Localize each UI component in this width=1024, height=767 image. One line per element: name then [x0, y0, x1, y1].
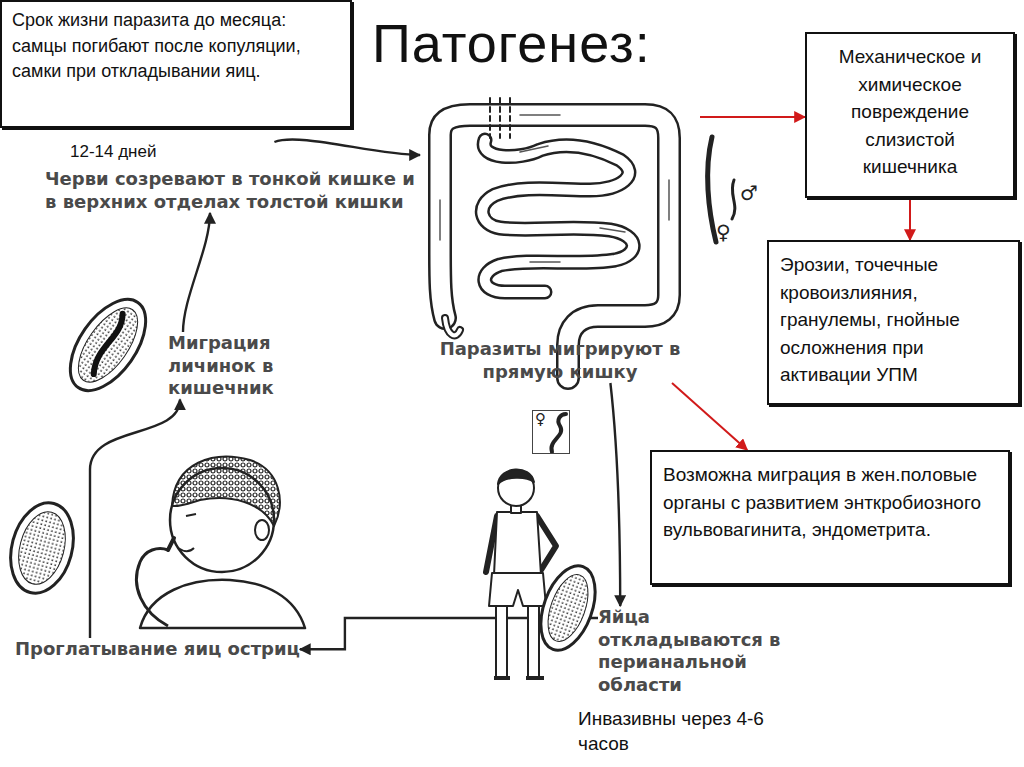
node-text: Проглатывание яиц остриц: [15, 638, 300, 661]
node-text: Черви созревают в тонкой кишке и в верхн…: [45, 168, 415, 213]
sex-symbol: ♀: [716, 222, 731, 242]
effect-box: Эрозии, точечные кровоизлияния, гранулем…: [767, 240, 1020, 405]
node-text: 12-14 дней: [45, 142, 415, 162]
effect-arrow: [672, 383, 747, 450]
egg-shell: [55, 286, 161, 403]
feet: [494, 676, 544, 680]
cycle-arrow: [183, 213, 210, 332]
stage-text: Миграция личинок в кишечник: [168, 332, 343, 400]
finger: [168, 538, 174, 550]
note-text: Инвазивны через 4-6 часов: [578, 706, 768, 757]
arm: [136, 549, 168, 627]
left-leg: [496, 603, 507, 677]
right-leg: [528, 603, 539, 677]
ear: [255, 520, 269, 540]
egg-shell: [530, 558, 605, 657]
egg-content: [67, 298, 149, 391]
node-text: Миграция личинок в кишечник: [168, 332, 343, 400]
effect-box: Механическое и химическое повреждение сл…: [805, 32, 1015, 198]
effect-box: Возможна миграция в жен.половые органы с…: [650, 450, 1010, 585]
diagram-title: Патогенез:: [372, 12, 651, 74]
worm-drawing: [551, 414, 566, 452]
boy-figure: [486, 469, 556, 678]
node-text: Паразиты мигрируют в прямую кишку: [420, 338, 700, 383]
stage-text: Проглатывание яиц остриц: [15, 638, 300, 661]
male-worm: [732, 180, 735, 219]
note-box: Срок жизни паразита до месяца: самцы пог…: [0, 0, 352, 128]
intestine-drawing: [440, 98, 669, 378]
egg-content: [11, 507, 73, 590]
head: [498, 470, 534, 506]
small-intestine-outline: [482, 140, 633, 292]
stage-text: 12-14 днейЧерви созревают в тонкой кишке…: [45, 142, 415, 213]
sex-symbol: ♂: [740, 183, 758, 203]
symbol-frame: ♀: [532, 410, 570, 454]
appendix: [445, 318, 460, 335]
larva: [85, 314, 132, 374]
egg-content: [540, 569, 596, 646]
node-text: ♀: [535, 411, 567, 428]
egg-shell: [1, 496, 83, 600]
cycle-arrow: [274, 139, 420, 155]
small-intestine-lumen: [482, 140, 633, 292]
egg: [1, 496, 83, 600]
worms-drawing: [708, 137, 735, 242]
appendix-lumen: [445, 318, 460, 335]
node-text: Возможна миграция в жен.половые органы с…: [663, 461, 997, 544]
torso: [494, 512, 541, 575]
egg-with-larva: [55, 286, 161, 403]
egg: [530, 558, 605, 657]
child-figure: [136, 457, 305, 628]
cycle-arrow: [610, 383, 620, 606]
effect-arrow: [909, 198, 911, 240]
node-text: Эрозии, точечные кровоизлияния, гранулем…: [780, 251, 1007, 389]
shorts: [489, 573, 546, 606]
shoulders: [140, 580, 305, 628]
node-text: Яйца откладываются в перианальной област…: [598, 606, 820, 696]
effect-arrow: [700, 116, 805, 118]
face: [178, 514, 196, 551]
node-text: Механическое и химическое повреждение сл…: [818, 43, 1002, 181]
female-worm: [708, 137, 716, 242]
flow-arrows: [440, 115, 669, 262]
stage-text: Паразиты мигрируют в прямую кишку: [420, 100, 700, 383]
stage-text: Яйца откладываются в перианальной област…: [598, 606, 820, 696]
node-text: Срок жизни паразита до месяца: самцы пог…: [12, 8, 340, 85]
hair: [498, 469, 534, 484]
dash-marks: [490, 98, 510, 138]
